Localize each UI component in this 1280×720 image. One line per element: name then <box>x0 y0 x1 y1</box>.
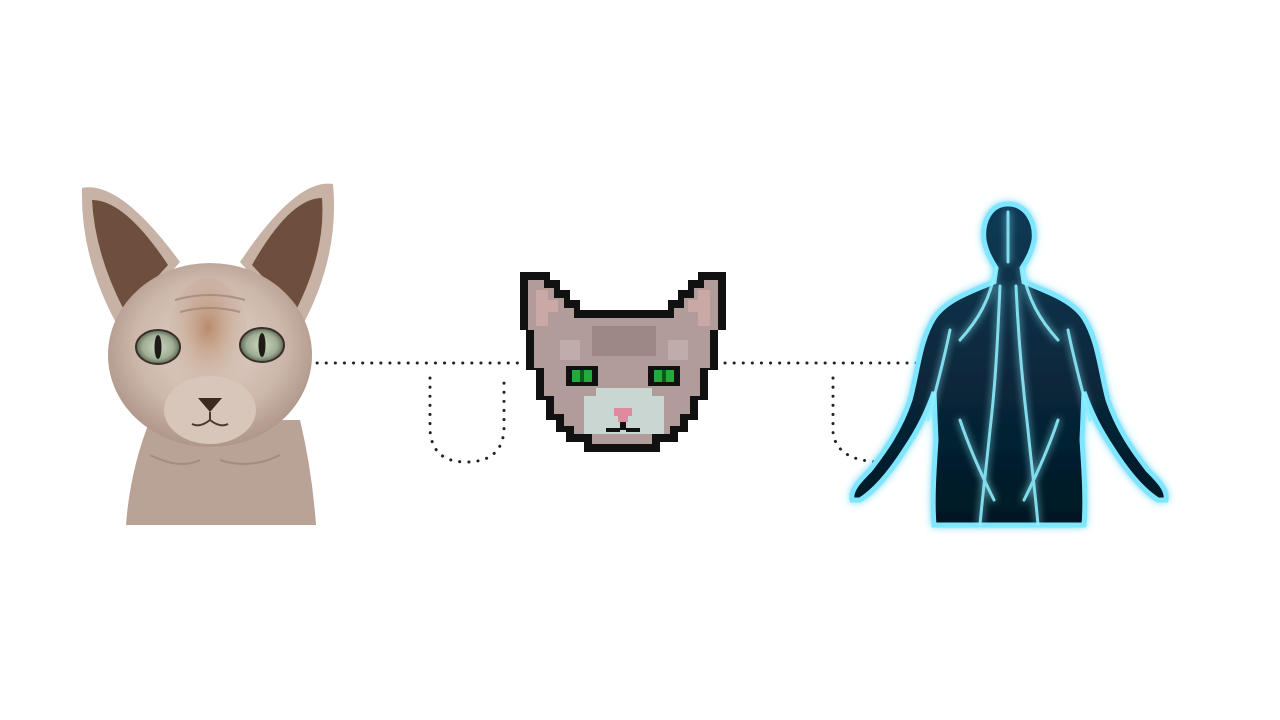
sphynx-cat-photo <box>81 183 335 525</box>
pixel-cat-mouth <box>620 422 626 430</box>
connector-cat-to-pixel <box>306 361 522 464</box>
cat-right-pupil <box>258 333 266 357</box>
pixel-cat-mouth <box>626 428 640 432</box>
pixel-cat-icon <box>520 272 726 452</box>
pixel-cat-fur <box>528 280 718 444</box>
cat-body <box>126 420 316 525</box>
cat-left-pupil <box>154 335 162 359</box>
glowing-human-figure <box>849 201 1169 528</box>
pixel-cat-shade <box>560 340 580 360</box>
pixel-cat-left-inner-ear <box>536 290 558 326</box>
pixel-cat-nose <box>614 408 632 416</box>
pixel-cat-shade <box>592 326 656 356</box>
pixel-cat-right-inner-ear <box>688 290 710 326</box>
pixel-cat-nose <box>618 416 628 422</box>
figure-silhouette <box>849 201 1169 528</box>
connector-pixel-to-figure <box>723 361 927 464</box>
cat-wrinkles <box>149 294 281 465</box>
pixel-cat-mouth <box>606 428 620 432</box>
cat-nose <box>198 398 222 412</box>
figure-glow-lines <box>926 210 1092 527</box>
pixel-cat-muzzle <box>596 388 652 396</box>
pixel-cat-shade <box>668 340 688 360</box>
pixel-cat-right-eye <box>648 366 680 386</box>
pixel-cat-left-eye <box>566 366 598 386</box>
cat-mouth <box>191 412 229 427</box>
